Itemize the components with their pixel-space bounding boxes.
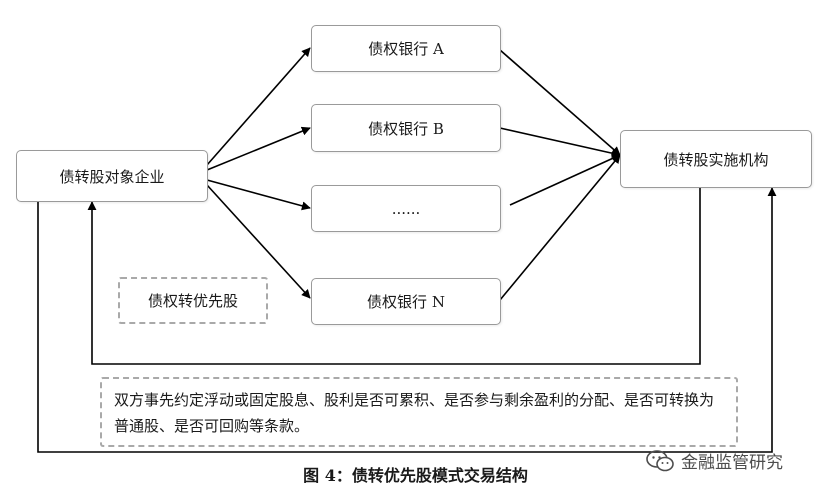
terms-note: 双方事先约定浮动或固定股息、股利是否可累积、是否参与剩余盈利的分配、是否可转换为… (100, 377, 738, 447)
bank-a-label: 债权银行 A (368, 40, 444, 58)
arrow-bank-a-to-institution (499, 49, 621, 156)
arrow-bank-b-to-institution (499, 127, 621, 158)
bank-dots-node: ...... (311, 185, 501, 232)
transfer-note-label: 债权转优先股 (147, 292, 238, 310)
arrow-bank-dots-to-institution (509, 154, 621, 206)
watermark-text: 金融监管研究 (681, 453, 783, 473)
arrow-enterprise-to-bank-dots (206, 179, 311, 211)
arrow-enterprise-to-bank-a (206, 47, 311, 166)
watermark: 金融监管研究 (645, 448, 783, 473)
arrow-enterprise-to-bank-b (206, 126, 311, 171)
arrow-institution-to-enterprise (87, 188, 701, 365)
institution-label: 债转股实施机构 (663, 150, 769, 169)
arrow-bank-n-to-institution (499, 154, 621, 301)
bank-dots-label: ...... (391, 199, 421, 218)
arrow-enterprise-to-institution (37, 187, 777, 453)
wechat-icon (646, 449, 674, 471)
bank-n-node: 债权银行 N (311, 278, 501, 325)
bank-a-node: 债权银行 A (311, 25, 501, 72)
bank-n-label: 债权银行 N (367, 293, 445, 311)
enterprise-node: 债转股对象企业 (16, 150, 208, 202)
terms-note-text: 双方事先约定浮动或固定股息、股利是否可累积、是否参与剩余盈利的分配、是否可转换为… (114, 391, 715, 435)
transfer-note: 债权转优先股 (118, 277, 268, 324)
bank-b-label: 债权银行 B (368, 119, 444, 138)
institution-node: 债转股实施机构 (620, 130, 812, 188)
bank-b-node: 债权银行 B (311, 104, 501, 152)
figure-caption: 图 4：债转优先股模式交易结构 (303, 466, 528, 485)
arrow-enterprise-to-bank-n (206, 184, 311, 299)
enterprise-label: 债转股对象企业 (59, 167, 165, 186)
